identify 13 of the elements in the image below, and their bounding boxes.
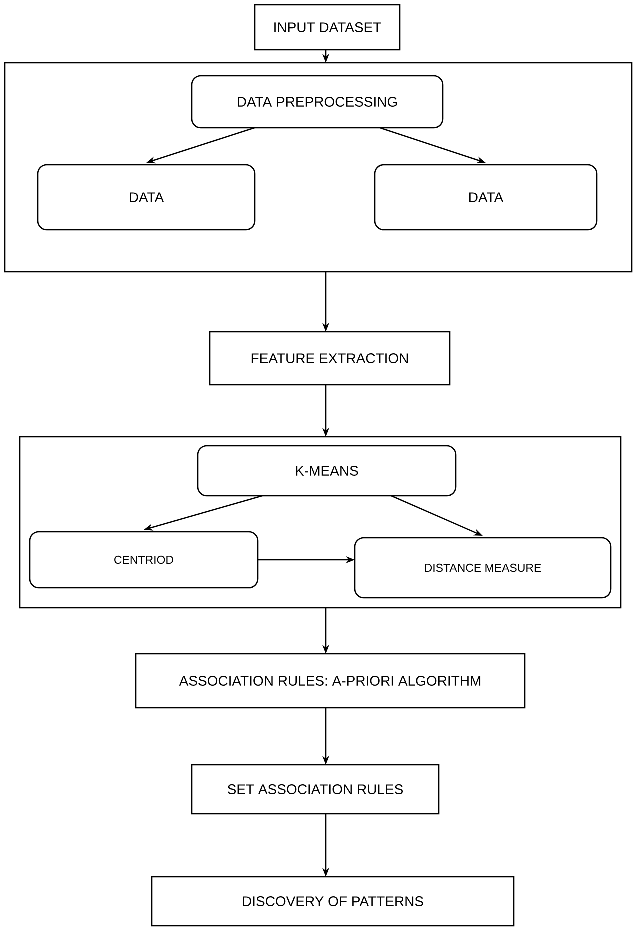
rounded-box: DATA: [374, 164, 598, 231]
process-box: SET ASSOCIATION RULES: [191, 764, 440, 815]
rounded-box: K-MEANS: [197, 445, 457, 497]
process-box: FEATURE EXTRACTION: [209, 331, 451, 386]
rounded-box: DATA PREPROCESSING: [191, 75, 444, 129]
process-box: DISCOVERY OF PATTERNS: [151, 876, 515, 927]
group-box: [19, 436, 622, 609]
group-box: [4, 62, 633, 273]
process-box: INPUT DATASET: [254, 4, 401, 51]
rounded-box: DISTANCE MEASURE: [354, 537, 612, 599]
rounded-box: DATA: [37, 164, 256, 231]
process-box: ASSOCIATION RULES: A-PRIORI ALGORITHM: [135, 653, 526, 709]
rounded-box: CENTRIOD: [29, 531, 259, 589]
